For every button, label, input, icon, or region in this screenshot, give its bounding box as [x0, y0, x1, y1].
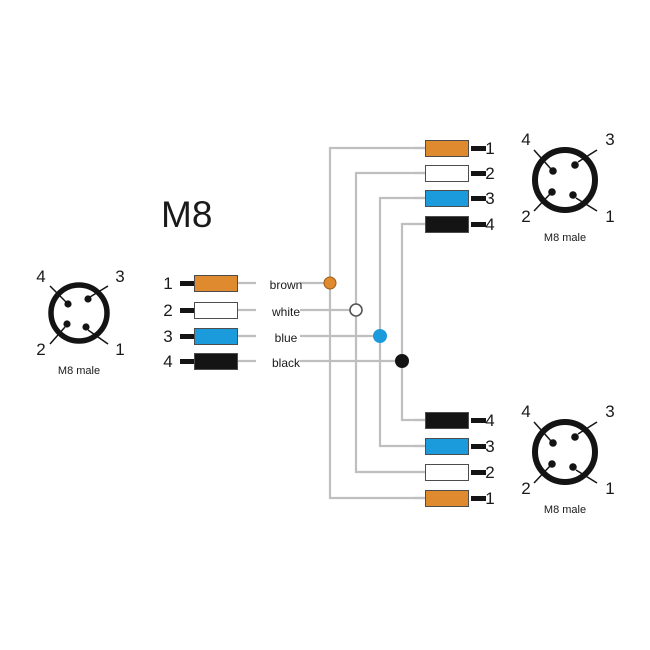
leader-3 [577, 421, 598, 435]
top-right-swatch-3 [425, 190, 469, 207]
top-right-swatch-2 [425, 165, 469, 182]
bottom-right-dash-2 [471, 470, 486, 475]
left-connector-pin-label-3: 3 [115, 267, 125, 286]
top-right-connector-pin-label-1: 1 [605, 207, 615, 226]
leader-2 [533, 465, 551, 484]
bottom-right-connector-pin-label-4: 4 [521, 402, 531, 421]
bottom-right-swatch-3 [425, 438, 469, 455]
legend-pin-dash [180, 334, 195, 339]
legend-pin-number: 4 [163, 352, 173, 371]
leader-4 [49, 285, 67, 303]
legend-swatch-brown [194, 275, 238, 292]
leader-1 [87, 329, 109, 345]
leader-1 [575, 469, 598, 484]
leader-4 [533, 421, 552, 442]
legend-swatch-blue [194, 328, 238, 345]
legend-pin-number: 3 [163, 327, 173, 346]
leader-1 [575, 197, 598, 212]
connector-pin-2 [548, 188, 556, 196]
bottom-right-swatch-4 [425, 412, 469, 429]
legend-pin-number: 2 [163, 301, 173, 320]
leader-3 [89, 285, 109, 298]
bottom-right-swatch-2 [425, 464, 469, 481]
bottom-right-pin-number: 3 [485, 437, 495, 456]
legend-wire-name: black [271, 356, 300, 370]
connector-pin-1 [569, 463, 577, 471]
leader-2 [49, 326, 66, 345]
leader-4 [533, 149, 552, 170]
leader-2 [533, 193, 551, 212]
connector-pin-1 [82, 323, 90, 331]
connector-pin-2 [548, 460, 556, 468]
legend-pin-dash [180, 359, 195, 364]
legend-wire-name: white [271, 305, 300, 319]
legend-pin-dash [180, 281, 195, 286]
bottom-right-connector-pin-label-1: 1 [605, 479, 615, 498]
connector-ring [532, 419, 598, 485]
connector-ring [532, 147, 598, 213]
legend-swatch-white [194, 302, 238, 319]
top-right-dash-2 [471, 171, 486, 176]
connector-pin-1 [569, 191, 577, 199]
top-right-swatch-4 [425, 216, 469, 233]
top-right-pin-number: 2 [485, 164, 495, 183]
bottom-right-pin-number: 4 [485, 411, 495, 430]
page-title: M8 [161, 194, 213, 235]
legend-pin-number: 1 [163, 274, 173, 293]
junction-dot-black [395, 354, 409, 368]
top-right-dash-1 [471, 146, 486, 151]
connector-pin-4 [549, 167, 557, 175]
top-right-connector-caption: M8 male [543, 232, 587, 244]
connector-left-face [48, 282, 110, 345]
connector-pin-3 [571, 433, 579, 441]
top-right-dash-3 [471, 196, 486, 201]
left-connector-caption: M8 male [57, 365, 101, 377]
connector-bottom-right-face [532, 419, 598, 485]
top-right-pin-number: 3 [485, 189, 495, 208]
top-right-swatch-1 [425, 140, 469, 157]
bottom-right-dash-4 [471, 418, 486, 423]
connector-pin-3 [84, 295, 92, 303]
top-right-connector-pin-label-4: 4 [521, 130, 531, 149]
legend-pin-dash [180, 308, 195, 313]
wire-white-bus [354, 171, 425, 474]
left-connector-pin-label-4: 4 [36, 267, 46, 286]
wire-blue-bus [378, 196, 425, 448]
junction-dot-white [349, 303, 363, 317]
bottom-right-pin-number: 1 [485, 489, 495, 508]
bottom-right-swatch-1 [425, 490, 469, 507]
connector-pin-4 [549, 439, 557, 447]
connector-ring [48, 282, 110, 344]
junction-dot-blue [373, 329, 387, 343]
top-right-pin-number: 4 [485, 215, 495, 234]
top-right-pin-number: 1 [485, 139, 495, 158]
connector-pin-3 [571, 161, 579, 169]
top-right-connector-pin-label-2: 2 [521, 207, 531, 226]
bottom-right-connector-caption: M8 male [543, 504, 587, 516]
bottom-right-connector-pin-label-2: 2 [521, 479, 531, 498]
bottom-right-connector-pin-label-3: 3 [605, 402, 615, 421]
left-connector-pin-label-1: 1 [115, 340, 125, 359]
wire-black-bus [400, 222, 425, 422]
wire-brown-bus [328, 146, 425, 500]
top-right-dash-4 [471, 222, 486, 227]
connector-pin-2 [63, 320, 71, 328]
bottom-right-pin-number: 2 [485, 463, 495, 482]
bottom-right-dash-3 [471, 444, 486, 449]
leader-3 [577, 149, 598, 163]
legend-swatch-black [194, 353, 238, 370]
bottom-right-dash-1 [471, 496, 486, 501]
top-right-connector-pin-label-3: 3 [605, 130, 615, 149]
junction-dot-brown [323, 276, 337, 290]
connector-pin-4 [64, 300, 72, 308]
connector-top-right-face [532, 147, 598, 213]
left-connector-pin-label-2: 2 [36, 340, 46, 359]
legend-wire-name: blue [274, 331, 298, 345]
legend-wire-name: brown [269, 278, 303, 292]
